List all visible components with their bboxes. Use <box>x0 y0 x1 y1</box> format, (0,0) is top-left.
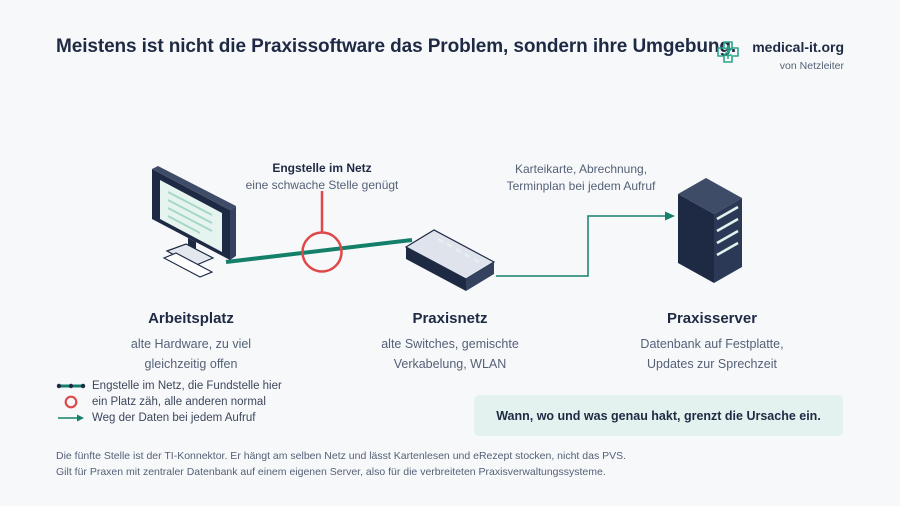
legend-item-arrow: Weg der Daten bei jedem Aufruf <box>56 410 282 426</box>
data-callout-line2: Terminplan bei jedem Aufruf <box>506 179 656 193</box>
node-network: Praxisnetz alte Switches, gemischte Verk… <box>330 310 570 374</box>
footer-note: Die fünfte Stelle ist der TI-Konnektor. … <box>56 448 626 480</box>
node-server: Praxisserver Datenbank auf Festplatte, U… <box>592 310 832 374</box>
bottleneck-callout-title: Engstelle im Netz <box>272 161 372 175</box>
bottleneck-line-icon <box>56 383 86 389</box>
network-switch-icon <box>404 229 496 291</box>
monitor-icon <box>152 166 236 278</box>
medical-cross-logo-icon <box>717 41 740 63</box>
brand-subtitle: von Netzleiter <box>779 60 844 72</box>
legend-label-ring: ein Platz zäh, alle anderen normal <box>92 396 266 408</box>
bottleneck-ring <box>301 231 343 273</box>
node-workstation: Arbeitsplatz alte Hardware, zu viel glei… <box>71 310 311 374</box>
server-rack-icon <box>678 178 742 283</box>
footer-line1: Die fünfte Stelle ist der TI-Konnektor. … <box>56 450 627 462</box>
data-callout-line1: Karteikarte, Abrechnung, <box>514 162 648 176</box>
brand: medical-it.org von Netzleiter <box>716 39 844 72</box>
legend: Engstelle im Netz, die Fundstelle hier e… <box>56 378 282 426</box>
key-message-box: Wann, wo und was genau hakt, grenzt die … <box>474 395 843 436</box>
node-server-line2: Updates zur Sprechzeit <box>647 357 777 371</box>
brand-name: medical-it.org <box>752 39 844 55</box>
footer-line2: Gilt für Praxen mit zentraler Datenbank … <box>56 466 606 478</box>
node-network-line2: Verkabelung, WLAN <box>393 357 507 371</box>
legend-item-ring: ein Platz zäh, alle anderen normal <box>56 394 282 410</box>
node-server-line1: Datenbank auf Festplatte, <box>640 337 784 351</box>
data-callout: Karteikarte, Abrechnung, Terminplan bei … <box>488 161 674 195</box>
bottleneck-callout-text: eine schwache Stelle genügt <box>245 178 399 192</box>
legend-label-arrow: Weg der Daten bei jedem Aufruf <box>92 412 256 424</box>
node-workstation-line2: gleichzeitig offen <box>144 357 238 371</box>
legend-label-bottleneck: Engstelle im Netz, die Fundstelle hier <box>92 380 282 392</box>
node-network-title: Praxisnetz <box>412 310 488 327</box>
bottleneck-line <box>225 238 413 264</box>
bottleneck-callout: Engstelle im Netz eine schwache Stelle g… <box>232 160 412 194</box>
node-server-title: Praxisserver <box>666 310 758 327</box>
node-workstation-title: Arbeitsplatz <box>148 310 234 327</box>
page-title: Meistens ist nicht die Praxissoftware da… <box>56 36 737 57</box>
node-network-line1: alte Switches, gemischte <box>381 337 519 351</box>
arrow-head <box>665 211 675 221</box>
node-workstation-line1: alte Hardware, zu viel <box>130 337 252 351</box>
legend-item-bottleneck: Engstelle im Netz, die Fundstelle hier <box>56 378 282 394</box>
arrow-icon <box>58 414 84 422</box>
red-ring-icon <box>64 395 78 409</box>
data-path-arrow-line <box>496 215 666 277</box>
